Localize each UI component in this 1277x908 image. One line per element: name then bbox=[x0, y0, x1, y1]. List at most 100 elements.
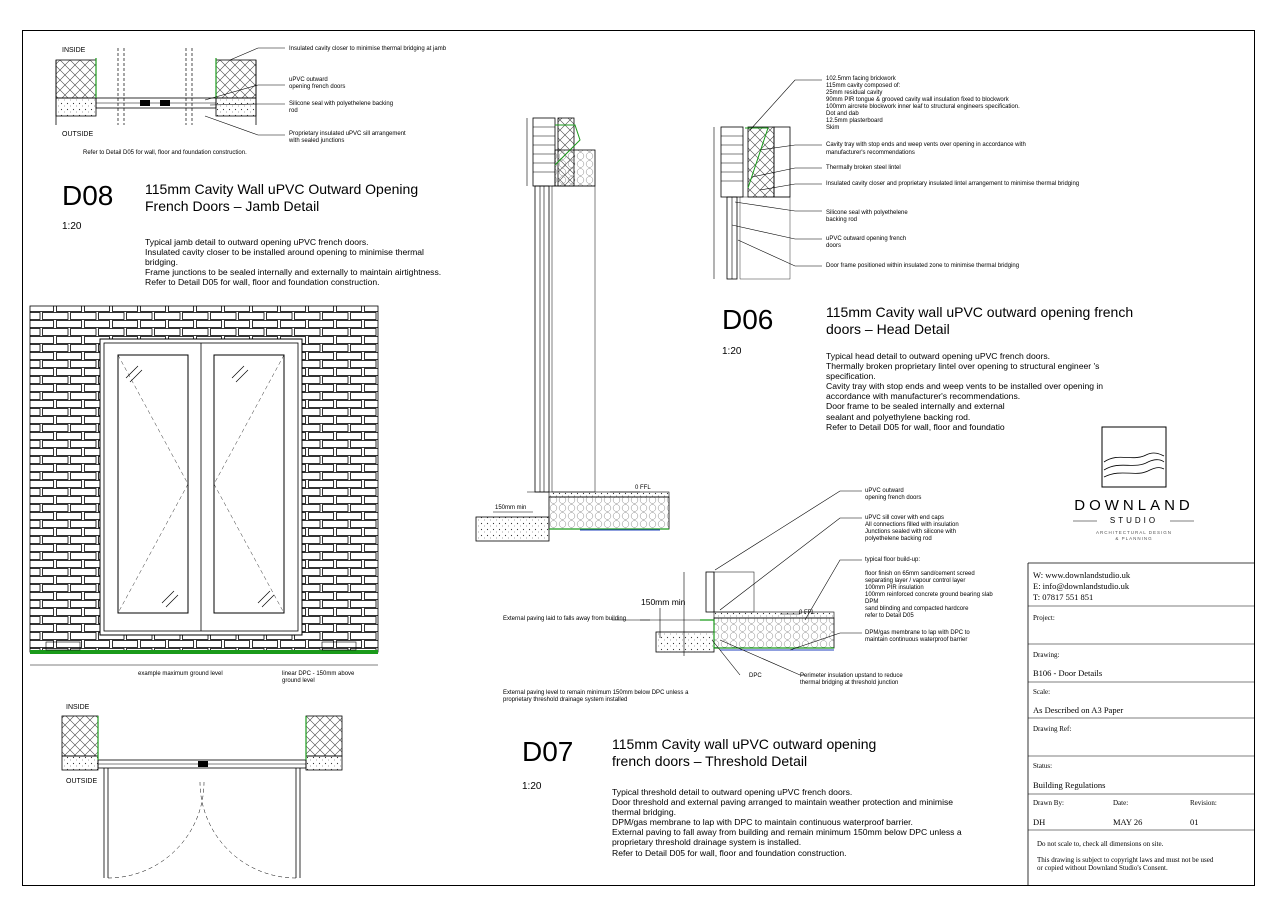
tb-drawing-value: B106 - Door Details bbox=[1033, 668, 1103, 678]
logo-tagline-2: & PLANNING bbox=[1115, 536, 1153, 541]
d08-note-door2: opening french doors bbox=[289, 84, 346, 90]
d08-refer-note: Refer to Detail D05 for wall, floor and … bbox=[83, 150, 247, 156]
d07-sill-line: All connections filled with insulation bbox=[865, 522, 959, 528]
d06-note-closer: Insulated cavity closer and proprietary … bbox=[826, 181, 1080, 187]
d08-inside-label: INSIDE bbox=[62, 47, 86, 54]
d06-title-line1: 115mm Cavity wall uPVC outward opening f… bbox=[826, 304, 1134, 320]
d06-note-door2: doors bbox=[826, 243, 842, 249]
tb-date-value: MAY 26 bbox=[1113, 817, 1143, 827]
tb-drawing-label: Drawing: bbox=[1033, 651, 1060, 659]
d07-desc-line: DPM/gas membrane to lap with DPC to main… bbox=[612, 817, 913, 828]
logo-name: DOWNLAND bbox=[1074, 497, 1194, 514]
downland-logo-mark bbox=[1073, 426, 1194, 522]
d06-desc-line: Thermally broken proprietary lintel over… bbox=[826, 361, 1100, 372]
d06-note-frame: Door frame positioned within insulated z… bbox=[826, 263, 1020, 269]
plan-drawing bbox=[61, 715, 343, 879]
d07-note-door1: uPVC outward bbox=[865, 488, 904, 494]
d06-note-line: 12.5mm plasterboard bbox=[826, 118, 883, 124]
d06-note-line: 90mm PIR tongue & grooved cavity wall in… bbox=[826, 97, 1009, 103]
d06-description: Typical head detail to outward opening u… bbox=[826, 351, 1103, 432]
tb-footer-1: Do not scale to, check all dimensions on… bbox=[1037, 840, 1164, 848]
d06-note-line: 102.5mm facing brickwork bbox=[826, 76, 896, 82]
d07-desc-line: thermal bridging. bbox=[612, 807, 677, 818]
d06-desc-line: Cavity tray with stop ends and weep vent… bbox=[826, 381, 1104, 392]
d07-code: D07 bbox=[522, 736, 574, 767]
d08-title-line2: French Doors – Jamb Detail bbox=[145, 198, 320, 214]
d06-note-line: 115mm cavity composed of: bbox=[826, 83, 901, 89]
d07-note-level1: External paving level to remain minimum … bbox=[503, 690, 689, 696]
d07-description: Typical threshold detail to outward open… bbox=[612, 787, 962, 858]
tb-scale-label: Scale: bbox=[1033, 688, 1051, 696]
d08-note-seal2: rod bbox=[289, 108, 298, 114]
d06-note-tray2: manufacturer's recommendations bbox=[826, 150, 915, 156]
tb-project-label: Project: bbox=[1033, 614, 1055, 622]
logo-tagline-1: ARCHITECTURAL DESIGN bbox=[1095, 530, 1173, 535]
tb-footer-2: This drawing is subject to copyright law… bbox=[1037, 856, 1214, 864]
d06-note-seal1: Silicone seal with polyethelene bbox=[826, 210, 908, 216]
d07-dpc-label: DPC bbox=[749, 673, 762, 679]
tb-drawn-value: DH bbox=[1033, 817, 1046, 827]
plan-outside-label: OUTSIDE bbox=[66, 778, 98, 785]
d06-note-line: 100mm aircrete blockwork inner leaf to s… bbox=[826, 104, 1020, 110]
d07-note-floor: typical floor build-up: floor finish on … bbox=[865, 557, 993, 620]
d06-note-line: Dot and dab bbox=[826, 111, 859, 117]
d06-scale: 1:20 bbox=[722, 346, 742, 357]
d07-note-level2: proprietary threshold drainage system in… bbox=[503, 697, 628, 703]
d07-note-paving: External paving laid to falls away from … bbox=[503, 616, 627, 622]
d08-jamb-plan bbox=[55, 47, 285, 136]
d07-floor-line: 100mm PIR insulation bbox=[865, 585, 924, 591]
d07-note-perim2: thermal bridging at threshold junction bbox=[800, 680, 899, 686]
d06-desc-line: Door frame to be sealed internally and e… bbox=[826, 401, 1005, 412]
titleblock-grid bbox=[1027, 562, 1255, 886]
d07-scale: 1:20 bbox=[522, 781, 542, 792]
d06-desc-line: Typical head detail to outward opening u… bbox=[826, 351, 1051, 361]
d08-note-sill1: Proprietary insulated uPVC sill arrangem… bbox=[289, 131, 406, 137]
elevation-dpc-note1: linear DPC - 150mm above bbox=[282, 671, 355, 677]
tb-date-label: Date: bbox=[1113, 799, 1129, 807]
elevation-drawing bbox=[29, 305, 379, 666]
d07-sill-line: polyethelene backing rod bbox=[865, 536, 932, 542]
d06-head-drawing bbox=[713, 79, 822, 280]
d06-code: D06 bbox=[722, 304, 774, 335]
d07-floor-line: 100mm reinforced concrete ground bearing… bbox=[865, 592, 993, 598]
d07-desc-line: Refer to Detail D05 for wall, floor and … bbox=[612, 847, 847, 858]
d06-desc-line: accordance with manufacturer's recommend… bbox=[826, 391, 1021, 402]
section-min-label: 150mm min bbox=[495, 505, 527, 511]
d07-note-dpm2: maintain continuous waterproof barrier bbox=[865, 637, 968, 643]
d08-note-closer: Insulated cavity closer to minimise ther… bbox=[289, 46, 447, 52]
d07-note-sill: uPVC sill cover with end caps All connec… bbox=[865, 515, 959, 543]
d07-title-line2: french doors – Threshold Detail bbox=[612, 753, 808, 769]
d07-floor-line bbox=[865, 564, 993, 571]
tb-rev-value: 01 bbox=[1190, 817, 1199, 827]
tb-drawn-label: Drawn By: bbox=[1033, 799, 1064, 807]
drawing-sheet bbox=[22, 30, 1255, 886]
tb-status-label: Status: bbox=[1033, 762, 1053, 770]
d07-floor-line: typical floor build-up: bbox=[865, 557, 921, 563]
d06-note-door1: uPVC outward opening french bbox=[826, 236, 907, 242]
d08-note-sill2: with sealed junctions bbox=[289, 138, 345, 144]
d08-code: D08 bbox=[62, 180, 114, 211]
d07-note-dpm1: DPM/gas membrane to lap with DPC to bbox=[865, 630, 970, 636]
d06-desc-line: Refer to Detail D05 for wall, floor and … bbox=[826, 421, 1005, 432]
logo-studio: STUDIO bbox=[1109, 516, 1159, 525]
d07-desc-line: Door threshold and external paving arran… bbox=[612, 797, 954, 808]
d08-title-line1: 115mm Cavity Wall uPVC Outward Opening bbox=[145, 181, 419, 197]
d07-floor-line: sand blinding and compacted hardcore bbox=[865, 606, 969, 612]
d08-desc-line: bridging. bbox=[145, 257, 178, 268]
d07-min-label: 150mm min bbox=[641, 597, 686, 607]
tb-email: E: info@downlandstudio.uk bbox=[1033, 581, 1130, 591]
d08-desc-line: Frame junctions to be sealed internally … bbox=[145, 267, 442, 278]
d07-desc-line: External paving to fall away from buildi… bbox=[612, 827, 962, 838]
d07-floor-line: DPM bbox=[865, 599, 879, 605]
section-drawing bbox=[475, 117, 670, 542]
d07-floor-line: refer to Detail D05 bbox=[865, 613, 914, 619]
tb-tel: T: 07817 551 851 bbox=[1033, 592, 1094, 602]
d07-desc-line: proprietary threshold drainage system is… bbox=[612, 837, 802, 848]
d06-title-line2: doors – Head Detail bbox=[826, 321, 950, 337]
d08-desc-line: Refer to Detail D05 for wall, floor and … bbox=[145, 277, 380, 288]
d08-outside-label: OUTSIDE bbox=[62, 131, 94, 138]
d08-note-door1: uPVC outward bbox=[289, 77, 328, 83]
d07-note-perim1: Perimeter insulation upstand to reduce bbox=[800, 673, 903, 679]
tb-rev-label: Revision: bbox=[1190, 799, 1217, 807]
